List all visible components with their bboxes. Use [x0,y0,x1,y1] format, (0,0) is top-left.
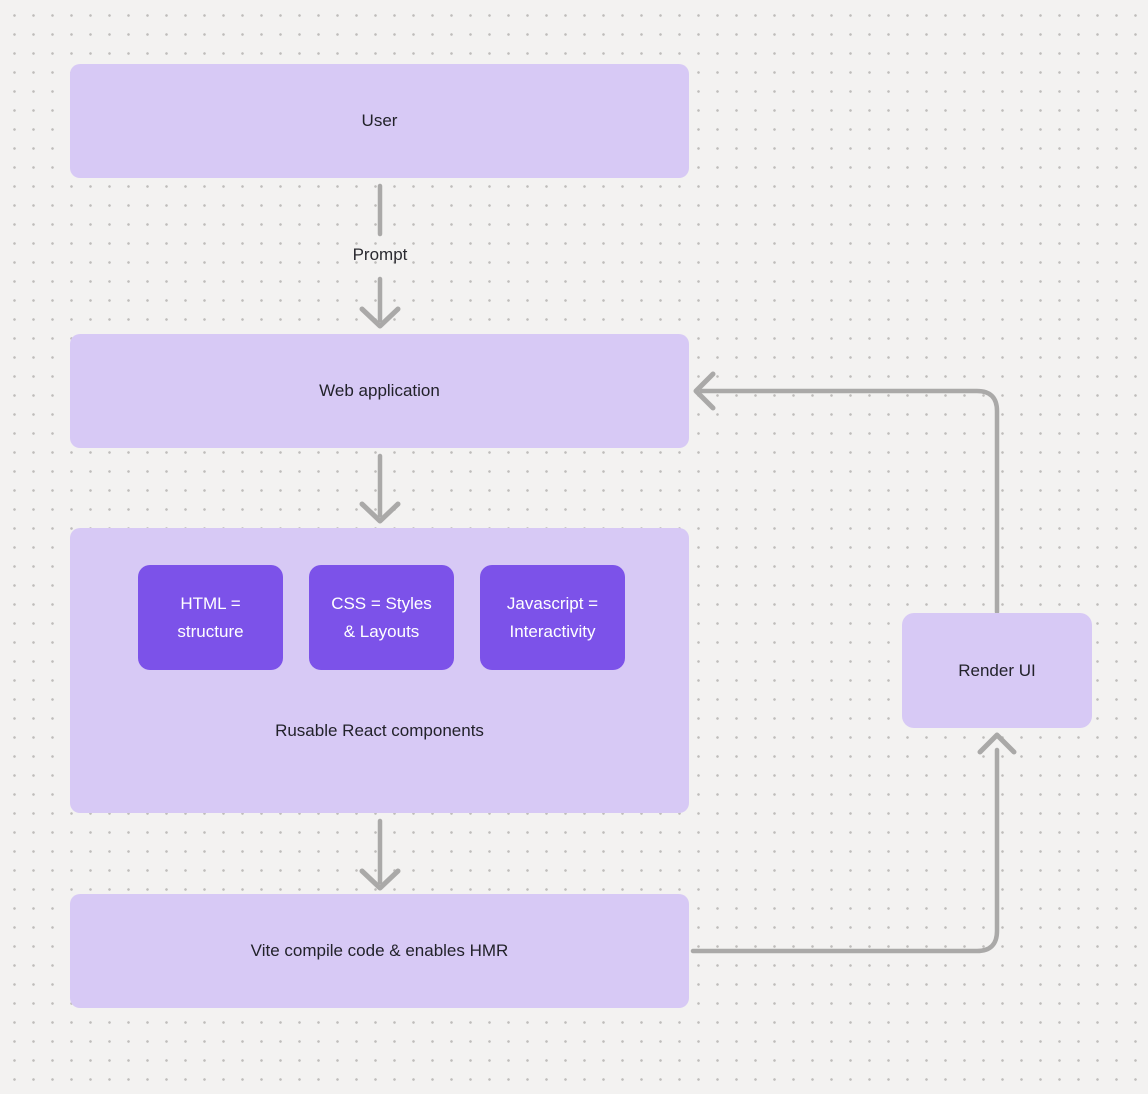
node-css-label-line2: & Layouts [343,621,420,641]
node-vite-label: Vite compile code & enables HMR [250,941,509,960]
node-javascript-label-line1: Javascript = [506,593,599,613]
node-html: HTML = structure [138,565,283,670]
node-react-components-group: HTML = structure CSS = Styles & Layouts … [70,528,689,813]
edge-webapp-to-components [359,453,401,524]
node-user-label: User [361,111,398,130]
node-web-application-label: Web application [319,381,440,400]
node-html-label-line1: HTML = [180,593,241,613]
node-javascript-label-line2: Interactivity [509,621,596,641]
arrowhead-up-icon [977,732,1017,755]
edge-label-prompt: Prompt [352,245,408,264]
node-css-label-line1: CSS = Styles [331,593,432,613]
node-web-application: Web application [70,334,689,448]
edge-segment [699,388,1000,615]
node-user: User [70,64,689,178]
node-html-label-line2: structure [177,621,244,641]
arrowhead-down-icon [359,868,401,891]
node-react-components-caption: Rusable React components [275,721,484,740]
edge-components-to-vite [359,818,401,891]
node-render-ui-label: Render UI [958,660,1036,680]
node-javascript: Javascript = Interactivity [480,565,625,670]
arrowhead-left-icon [693,371,716,411]
node-vite: Vite compile code & enables HMR [70,894,689,1008]
node-render-ui: Render UI [902,613,1092,728]
arrowhead-down-icon [359,501,401,524]
edge-vite-to-renderui [690,732,1017,954]
node-css: CSS = Styles & Layouts [309,565,454,670]
edge-segment [690,747,1000,954]
edge-renderui-to-webapp [693,371,1000,615]
arrowhead-down-icon [359,306,401,329]
